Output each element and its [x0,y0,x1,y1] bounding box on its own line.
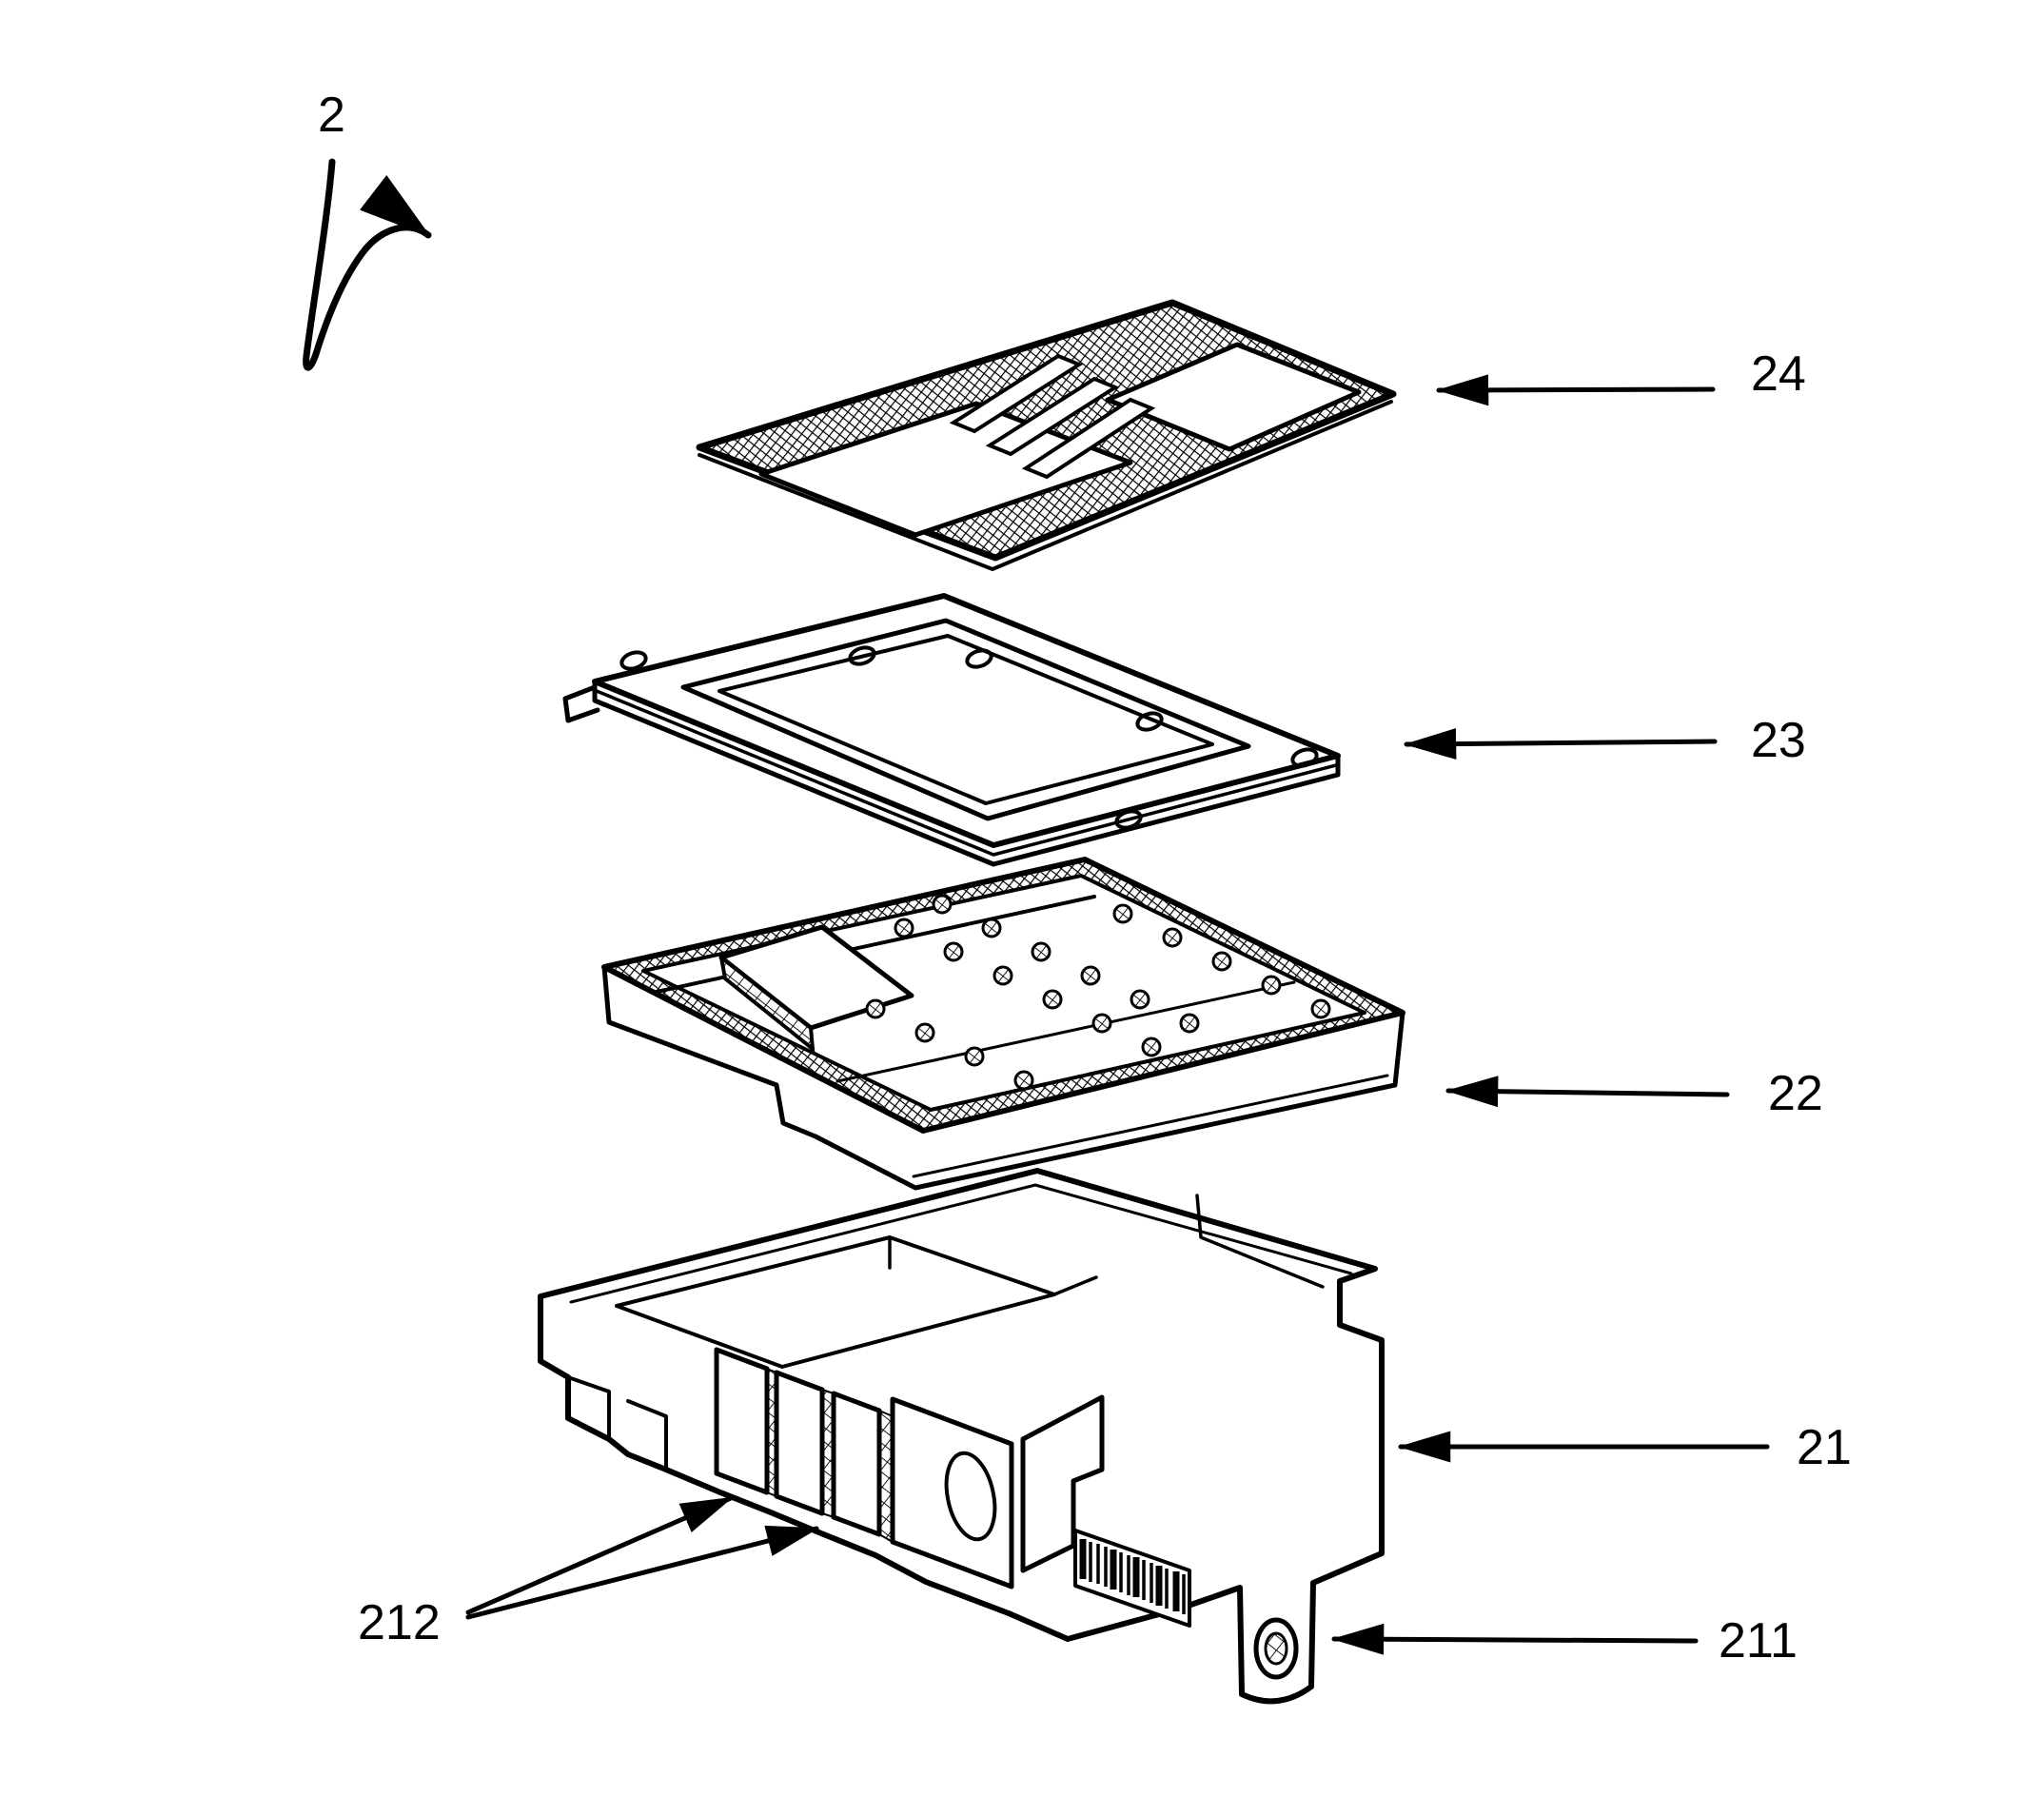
plate-rim-line [595,689,1338,857]
plate-side-tab [562,684,600,723]
socket-oval-slot [944,1451,997,1542]
ref-label-24: 24 [1751,346,1806,402]
deck-inner-edge [569,1183,1353,1304]
tray-skirt-line [912,1074,1389,1178]
part-21-housing-base [538,1168,1385,1705]
screw-hole [848,645,876,666]
lattice-slot [1021,397,1156,480]
barcode-label [1073,1529,1191,1628]
frame-thickness-edge [698,400,1393,571]
mounting-tab-211 [1253,1617,1299,1680]
part-22-terminal-tray [601,857,1405,1191]
part-23-cover-plate [562,593,1341,867]
screw-hole [619,650,648,671]
terminal-slot-column [774,1370,825,1516]
screw-hole [1290,747,1319,768]
left-step-ledge [566,1375,668,1471]
right-front-wall [1020,1394,1105,1573]
barcode-bars-thin [1089,1542,1186,1614]
mounting-hole-inner [1264,1631,1288,1666]
plate-inner-panel-outer [680,618,1251,821]
tray-divider-wall [835,980,1296,1083]
lattice-slot [985,376,1120,457]
frame-window-right [1105,342,1362,452]
screw-hole [965,648,993,669]
lattice-slot [949,353,1084,434]
terminal-slot-column [831,1391,882,1537]
figure-number-arrow [303,158,432,371]
ref-label-22: 22 [1768,1066,1823,1121]
screw-hole [1135,711,1164,732]
terminal-slot-column [714,1347,770,1495]
screw-hole [1114,809,1143,830]
leader-arrow-212a [465,1495,734,1615]
barcode-bars-thick [1079,1539,1180,1611]
leader-arrow-212b [465,1525,819,1620]
tray-raised-block-side [718,953,816,1054]
ref-label-23: 23 [1751,713,1806,768]
ref-label-211: 211 [1719,1613,1798,1669]
part-24-lattice-frame [696,299,1397,571]
plate-inner-panel-inner [717,634,1214,805]
leader-arrow-24 [1436,374,1716,406]
leader-arrow-22 [1445,1076,1730,1108]
leader-arrow-211 [1331,1623,1699,1655]
deck-structure-lines [888,1194,1325,1296]
plate-thickness-edge [592,679,1341,867]
reference-annotations: 24 23 22 21 211 212 [358,346,1852,1669]
figure-number-label: 2 [318,88,345,143]
ref-label-21: 21 [1797,1420,1852,1475]
leader-arrow-23 [1404,728,1718,760]
ref-label-212: 212 [358,1595,441,1650]
